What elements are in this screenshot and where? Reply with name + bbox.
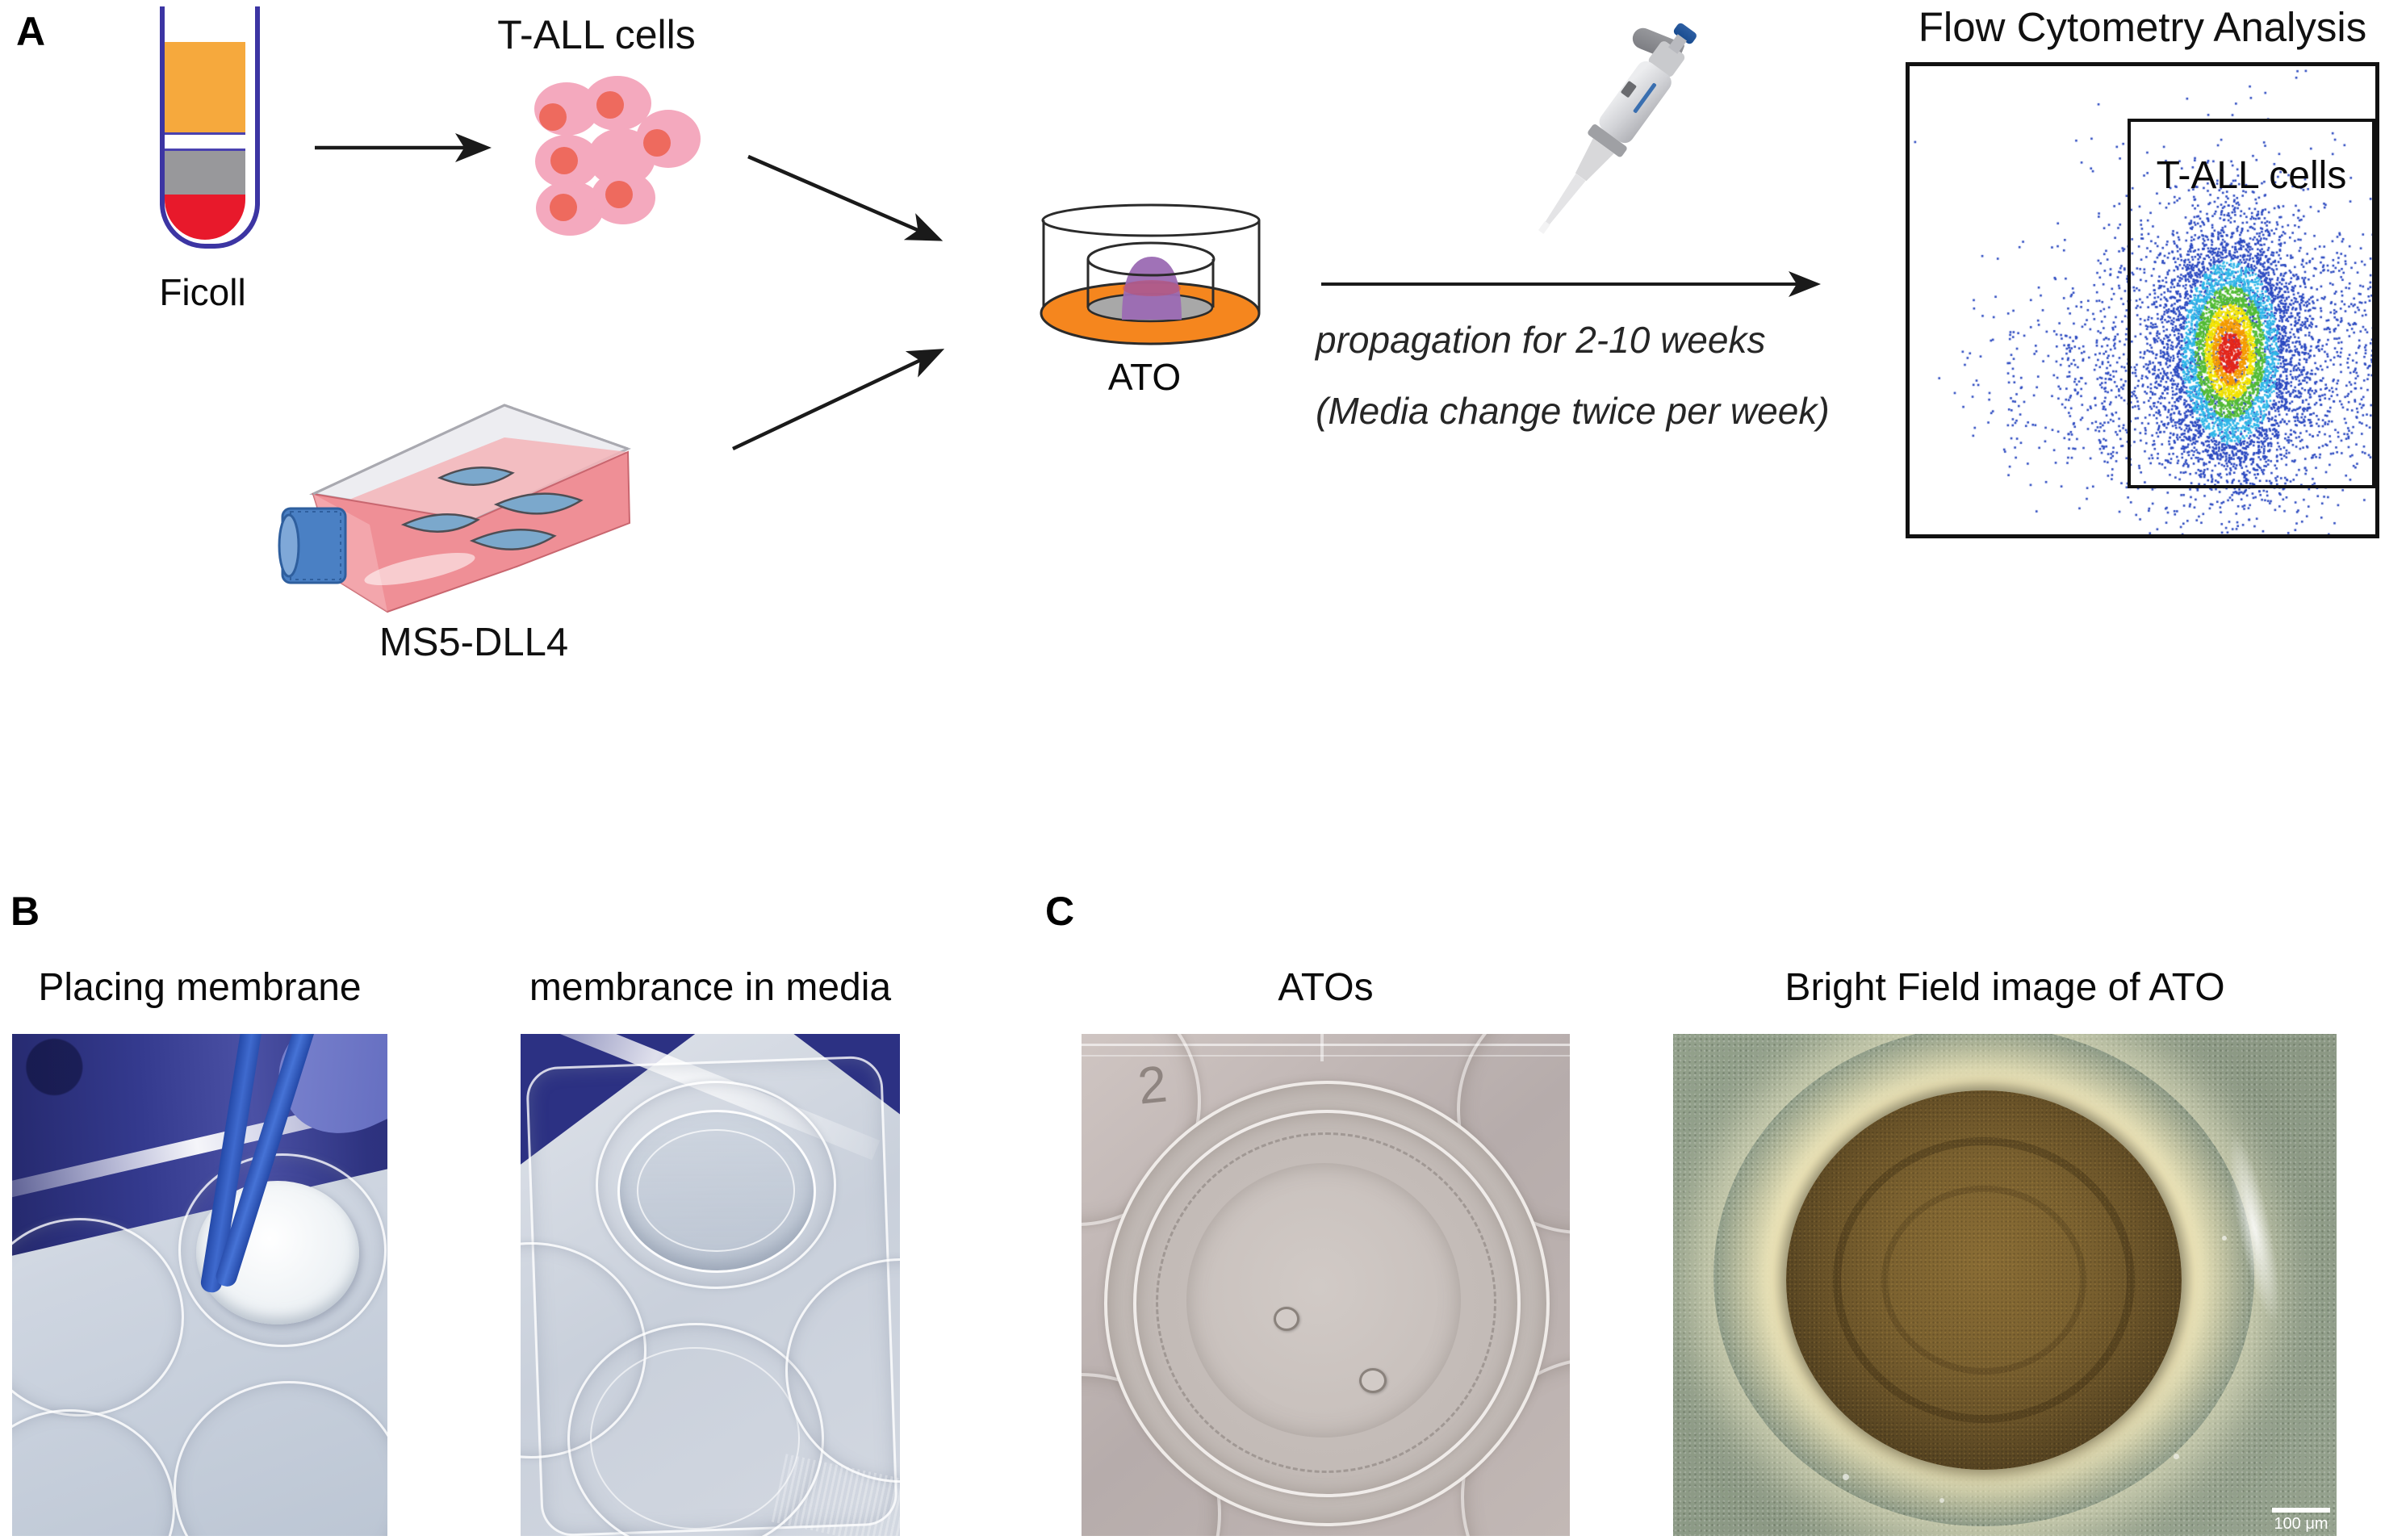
flow-gate-box xyxy=(2128,119,2375,488)
tube-rbc-layer xyxy=(165,195,245,240)
plate-edge-line xyxy=(1082,1055,1570,1057)
flow-plot-frame xyxy=(1906,62,2379,538)
ficoll-label: Ficoll xyxy=(159,271,246,313)
ficoll-tube-icon xyxy=(160,6,260,249)
flow-scatter-plot xyxy=(1906,62,2379,538)
photo-membrane-in-media xyxy=(521,1034,900,1536)
organoid-texture xyxy=(1786,1090,2182,1470)
bubble xyxy=(2222,1236,2227,1241)
photo-c1-caption: ATOs xyxy=(1278,966,1374,1009)
insert-membrane xyxy=(1186,1163,1461,1437)
tube-plasma-layer xyxy=(165,42,245,135)
photo-brightfield-ato: 100 μm xyxy=(1673,1034,2337,1536)
photo-b1-caption: Placing membrane xyxy=(38,966,362,1009)
propagation-text-line2: (Media change twice per week) xyxy=(1316,390,1830,432)
well-ring xyxy=(596,1081,836,1289)
tall-cells-cluster-icon xyxy=(525,73,710,242)
ms5-dll4-flask-icon xyxy=(278,404,631,613)
organoid-ring xyxy=(1881,1186,2086,1375)
ato-organoid-brightfield xyxy=(1786,1090,2182,1470)
well-ring xyxy=(174,1381,387,1536)
propagation-text-line1: propagation for 2-10 weeks xyxy=(1316,319,1766,361)
photo-placing-membrane xyxy=(12,1034,387,1536)
ato-organoid-speck xyxy=(1359,1368,1387,1393)
flow-title: Flow Cytometry Analysis xyxy=(1918,4,2367,50)
pipette-icon xyxy=(1519,13,1710,249)
flow-gate-label: T-ALL cells xyxy=(2156,154,2347,197)
arrow-flask-to-ato xyxy=(732,349,945,451)
plate-tab xyxy=(1320,1034,1324,1061)
bubble xyxy=(1843,1474,1849,1480)
scale-bar-label: 100 μm xyxy=(2274,1515,2329,1533)
bubble xyxy=(2174,1454,2179,1459)
photo-c2-caption: Bright Field image of ATO xyxy=(1785,966,2225,1009)
plate-edge-line xyxy=(1082,1044,1570,1046)
ato-label: ATO xyxy=(1107,356,1182,398)
insert-well-ring xyxy=(178,1153,387,1347)
insert-hatch-ring xyxy=(1156,1132,1496,1473)
arrow-cells-to-ato xyxy=(747,154,944,241)
flask-cap-icon xyxy=(278,507,347,584)
ato-dish-icon xyxy=(1040,203,1261,345)
ato-organoid-speck xyxy=(1274,1307,1299,1331)
organoid-ring xyxy=(1833,1137,2135,1423)
insert-rim-ring xyxy=(1133,1110,1521,1497)
well-ring xyxy=(12,1218,184,1417)
bubble xyxy=(1939,1498,1944,1503)
panel-a-letter: A xyxy=(16,9,46,54)
tube-buffy-layer xyxy=(165,149,245,199)
flask-label: MS5-DLL4 xyxy=(379,621,569,664)
panel-c-letter: C xyxy=(1045,889,1075,934)
well-ring xyxy=(12,1409,175,1536)
insert-inner-rim xyxy=(637,1129,795,1252)
photo-atos-well: 2 xyxy=(1082,1034,1570,1536)
panel-b-letter: B xyxy=(10,889,40,934)
photo-b2-caption: membrance in media xyxy=(529,966,892,1009)
well-inner-rim xyxy=(590,1347,800,1530)
tall-cells-label: T-ALL cells xyxy=(497,12,696,57)
scale-bar xyxy=(2272,1508,2330,1513)
